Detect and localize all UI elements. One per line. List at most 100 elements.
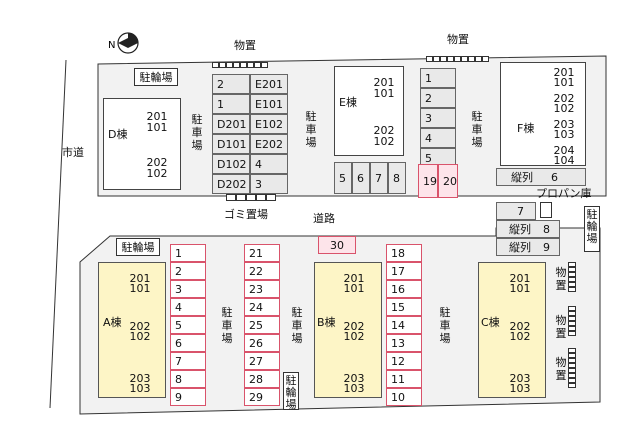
- unit-label: 102: [373, 135, 395, 148]
- unit-label: 203: [129, 372, 151, 385]
- unit-label: 201: [343, 272, 365, 285]
- parking-slot: 3: [250, 174, 288, 194]
- unit-label: 101: [553, 76, 575, 89]
- unit-label: 101: [129, 282, 151, 295]
- parking-slot: D201: [212, 114, 250, 134]
- parking-slot: 2: [212, 74, 250, 94]
- north-arrow-icon: N: [108, 32, 139, 54]
- parking-label-b-right: 駐車場: [439, 306, 451, 345]
- parking-slot: 5: [334, 162, 352, 194]
- parking-slot: 29: [244, 388, 280, 406]
- parking-slot: 8: [388, 162, 406, 194]
- building-f: F棟 201 101 202 102 203 103 204 104: [500, 62, 586, 166]
- slot-number: 7: [517, 204, 524, 218]
- parking-slot: 4: [170, 298, 206, 316]
- building-c-name: C棟: [481, 316, 500, 329]
- tandem-slot-6: 縦列 6: [496, 168, 586, 186]
- unit-label: 202: [146, 156, 168, 169]
- bicycle-label: 駐輪場: [586, 208, 598, 245]
- tandem-label: 縦列: [509, 223, 531, 236]
- svg-text:N: N: [108, 40, 115, 51]
- parking-slot: 6: [352, 162, 370, 194]
- storage-right-3: [568, 348, 576, 388]
- parking-slot: D101: [212, 134, 250, 154]
- parking-slot: 7: [370, 162, 388, 194]
- propane-label: プロパン庫: [536, 187, 592, 200]
- building-b: B棟 201 101 202 102 203 103: [314, 262, 382, 398]
- parking-slot: 30: [318, 236, 356, 254]
- parking-slot: 1: [170, 244, 206, 262]
- parking-slot: 17: [386, 262, 422, 280]
- building-e: E棟 201 101 202 102: [334, 66, 404, 156]
- unit-label: 201: [129, 272, 151, 285]
- garbage-label: ゴミ置場: [224, 208, 268, 221]
- tandem-slot-8: 縦列 8: [496, 220, 560, 238]
- storage-label-top-mid: 物置: [234, 39, 256, 52]
- parking-slot: 11: [386, 370, 422, 388]
- parking-slot: 27: [244, 352, 280, 370]
- parking-slot: 4: [420, 128, 456, 148]
- bicycle-parking-right: 駐輪場: [584, 206, 600, 252]
- unit-label: 203: [553, 118, 575, 131]
- parking-slot: 7: [170, 352, 206, 370]
- unit-label: 201: [509, 272, 531, 285]
- bicycle-parking-mid: 駐輪場: [283, 372, 299, 411]
- tandem-slot-9: 縦列 9: [496, 238, 560, 256]
- unit-label: 101: [509, 282, 531, 295]
- parking-slot: 4: [250, 154, 288, 174]
- parking-slot: E102: [250, 114, 288, 134]
- unit-label: 202: [373, 124, 395, 137]
- unit-label: 202: [343, 320, 365, 333]
- parking-slot: D102: [212, 154, 250, 174]
- parking-slot: 26: [244, 334, 280, 352]
- parking-label-e: 駐車場: [305, 110, 317, 149]
- unit-label: 203: [343, 372, 365, 385]
- parking-slot: 15: [386, 298, 422, 316]
- tandem-label: 縦列: [509, 241, 531, 254]
- parking-slot: 28: [244, 370, 280, 388]
- unit-label: 203: [509, 372, 531, 385]
- storage-right-2: [568, 306, 576, 336]
- parking-slot: 13: [386, 334, 422, 352]
- building-a-name: A棟: [103, 316, 122, 329]
- parking-slot: 10: [386, 388, 422, 406]
- parking-slot: 1: [420, 68, 456, 88]
- unit-label: 202: [129, 320, 151, 333]
- parking-slot: 25: [244, 316, 280, 334]
- slot-number: 9: [543, 240, 550, 254]
- unit-label: 202: [509, 320, 531, 333]
- building-d-name: D棟: [108, 128, 128, 141]
- slot-number: 6: [551, 170, 558, 184]
- unit-label: 103: [343, 382, 365, 395]
- parking-slot: 3: [420, 108, 456, 128]
- parking-slot: 16: [386, 280, 422, 298]
- unit-label: 102: [146, 167, 168, 180]
- unit-label: 102: [343, 330, 365, 343]
- storage-label-right-3: 物置: [555, 356, 567, 382]
- unit-label: 201: [553, 66, 575, 79]
- unit-label: 103: [129, 382, 151, 395]
- unit-label: 204: [553, 144, 575, 157]
- unit-label: 101: [146, 121, 168, 134]
- propane-box: [540, 202, 552, 218]
- parking-slot: 7: [496, 202, 536, 220]
- slot-number: 8: [543, 222, 550, 236]
- parking-slot: 2: [420, 88, 456, 108]
- city-road-label: 市道: [62, 146, 84, 159]
- storage-top-right: [426, 56, 489, 62]
- building-a: A棟 201 101 202 102 203 103: [98, 262, 166, 398]
- parking-slot: 1: [212, 94, 250, 114]
- unit-label: 103: [553, 128, 575, 141]
- unit-label: 103: [509, 382, 531, 395]
- parking-label-d: 駐車場: [191, 113, 203, 152]
- parking-slot: E202: [250, 134, 288, 154]
- garbage-box: [226, 194, 276, 201]
- building-e-name: E棟: [339, 96, 357, 109]
- bicycle-label: 駐輪場: [285, 374, 297, 411]
- unit-label: 104: [553, 154, 575, 167]
- parking-slot: 14: [386, 316, 422, 334]
- storage-right-1: [568, 262, 576, 292]
- parking-slot: 6: [170, 334, 206, 352]
- bicycle-parking-upper: 駐輪場: [134, 68, 178, 86]
- parking-label-a: 駐車場: [221, 306, 233, 345]
